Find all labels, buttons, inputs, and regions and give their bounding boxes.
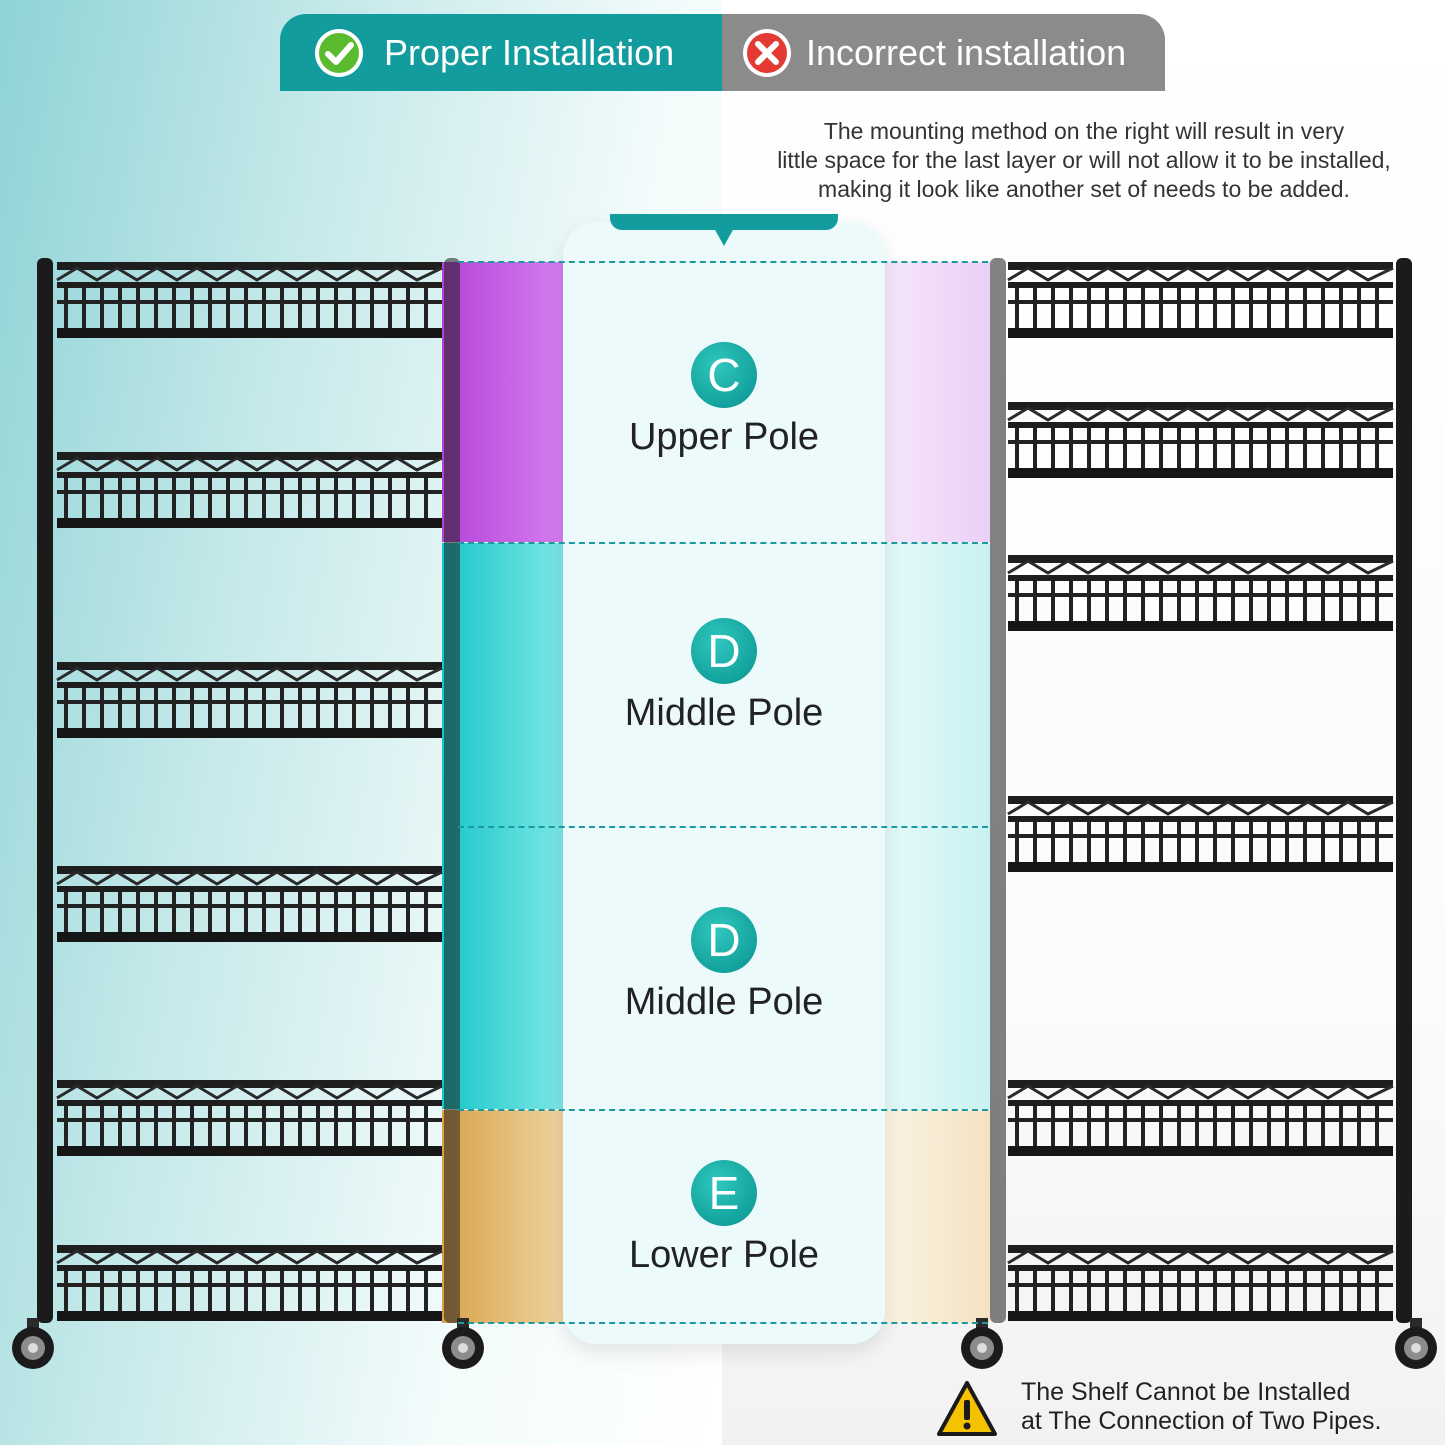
pole-name: Lower Pole [628,1234,820,1276]
note-line: making it look like another set of needs… [818,176,1350,202]
divider-line [458,542,988,544]
pole-letter-badge: D [691,907,757,973]
pointer-arrow-icon [714,228,734,246]
upper-pole-band-left [442,262,563,542]
warning-icon [937,1381,997,1436]
divider-line [458,261,988,263]
proper-installation-tab: Proper Installation [280,14,722,91]
upper-pole-label: C Upper Pole [563,342,885,459]
incorrect-installation-tab: Incorrect installation [722,14,1165,91]
pole-legend-panel [563,222,885,1344]
pole-name: Middle Pole [624,692,824,734]
warning-text: The Shelf Cannot be Installed at The Con… [1021,1378,1441,1436]
panel-tab [610,214,838,230]
lower-pole-band-left [442,1110,563,1323]
upper-pole-band-right [885,262,990,542]
divider-line [458,826,988,828]
middle-pole-label: D Middle Pole [563,907,885,1024]
pole-name: Middle Pole [624,981,824,1023]
pole-letter-badge: D [691,618,757,684]
note-line: little space for the last layer or will … [777,147,1391,173]
incorrect-installation-label: Incorrect installation [806,31,1127,73]
divider-line [458,1109,988,1111]
lower-pole-band-right [885,1110,990,1323]
pole-letter-badge: C [691,342,757,408]
cross-icon [743,28,791,77]
note-line: The mounting method on the right will re… [823,118,1345,144]
proper-installation-label: Proper Installation [384,31,675,73]
divider-line [458,1322,988,1324]
lower-pole-label: E Lower Pole [563,1160,885,1277]
check-icon [315,28,363,77]
pole-name: Upper Pole [628,416,820,458]
proper-shelf-unit [12,258,484,1369]
incorrect-shelf-unit [961,258,1437,1369]
mounting-note: The mounting method on the right will re… [728,117,1440,204]
pole-letter-badge: E [691,1160,757,1226]
middle-pole-label: D Middle Pole [563,618,885,735]
warning-line: The Shelf Cannot be Installed [1021,1378,1351,1406]
warning-line: at The Connection of Two Pipes. [1021,1407,1382,1435]
